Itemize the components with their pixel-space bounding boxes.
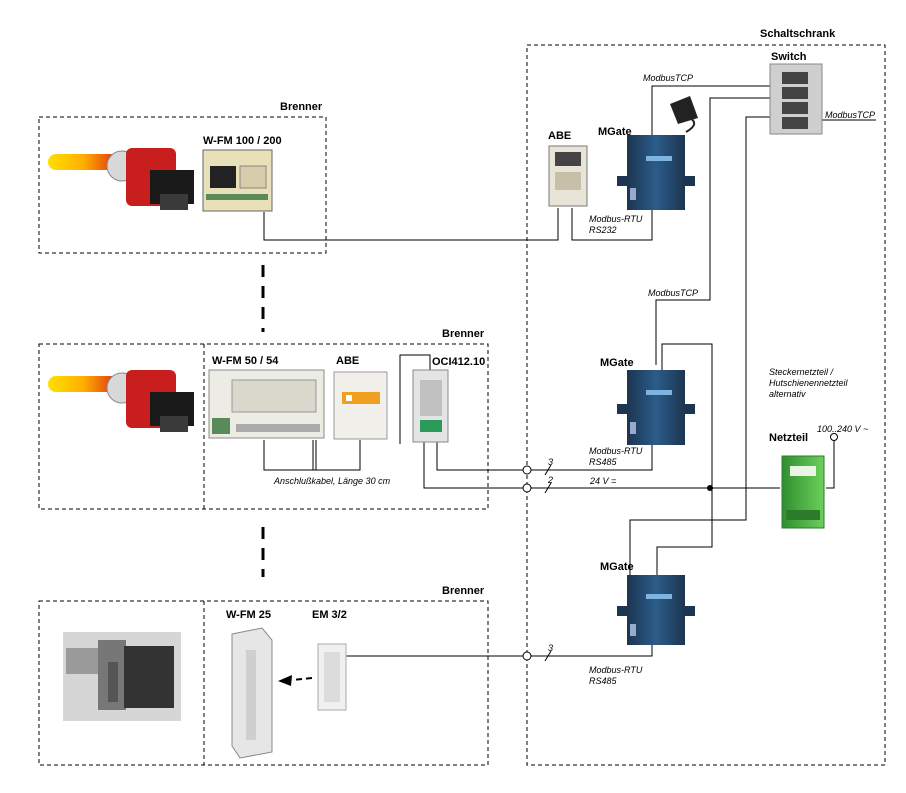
schaltschrank-region <box>526 44 886 766</box>
netzteil-alt-note-2: Hutschienennetzteil <box>769 378 848 388</box>
burner-2-image <box>48 370 194 432</box>
anschlusskabel-label: Anschlußkabel, Länge 30 cm <box>274 476 391 486</box>
mgate-top-device <box>617 135 695 210</box>
mgate-mid-label: MGate <box>600 357 634 369</box>
mains-voltage-label: 100..240 V ~ <box>817 424 869 434</box>
rs485-mid-interface-label: RS485 <box>589 457 617 467</box>
wire-count-2-mid: 2 <box>548 475 554 485</box>
junction-24v <box>707 485 713 491</box>
wfm-50-54-device <box>208 369 325 439</box>
voltage-24v-label: 24 V = <box>590 476 617 486</box>
mgate-top-label: MGate <box>598 126 632 138</box>
netzteil-alt-note-1: Steckernetzteil / <box>769 367 834 377</box>
netzteil-alt-note-3: alternativ <box>769 389 806 399</box>
brenner-region-1 <box>38 116 327 254</box>
mgate-bot-device <box>617 575 695 645</box>
abe-mid-label: ABE <box>336 355 360 367</box>
em-3-2-label: EM 3/2 <box>312 609 347 621</box>
mgate-mid-device <box>617 370 695 445</box>
wire-count-3-mid: 3 <box>548 457 554 467</box>
abe-top-device <box>548 145 588 207</box>
rs232-interface-label: RS232 <box>589 225 617 235</box>
wfm-100-200-device <box>202 149 273 212</box>
rs232-protocol-label: Modbus-RTU <box>589 214 643 224</box>
terminal-3-mid <box>522 465 532 475</box>
terminal-2-mid <box>522 483 532 493</box>
oci-label: OCI412.10 <box>432 356 486 368</box>
oci-device <box>412 369 449 443</box>
em-3-2-device <box>317 643 347 711</box>
switch-label: Switch <box>771 51 807 63</box>
brenner-1-title: Brenner <box>280 101 323 113</box>
switch-device <box>769 63 823 135</box>
brenner-2-title: Brenner <box>442 328 485 340</box>
modbus-tcp-mid-label: ModbusTCP <box>648 288 699 298</box>
modbus-tcp-right-label: ModbusTCP <box>825 110 876 120</box>
tick-2-mid <box>544 482 552 494</box>
em-to-wfm25-arrow <box>291 677 313 681</box>
wfm-25-device <box>231 627 273 759</box>
netzteil-device <box>781 455 825 529</box>
rs485-bot-interface-label: RS485 <box>589 676 617 686</box>
wfm-50-54-label: W-FM 50 / 54 <box>212 355 279 367</box>
mgate-bot-label: MGate <box>600 561 634 573</box>
brenner-region-3 <box>38 600 489 766</box>
power-adapter-icon <box>670 96 698 133</box>
wfm-100-200-label: W-FM 100 / 200 <box>203 135 282 147</box>
brenner-region-2 <box>38 343 489 510</box>
arrow-head-icon <box>278 675 292 686</box>
wiring <box>263 85 876 657</box>
burner-3-image <box>63 632 181 721</box>
abe-top-label: ABE <box>548 130 572 142</box>
abe-mid-device <box>333 371 388 440</box>
tick-3-mid <box>544 464 552 476</box>
modbus-tcp-top-label: ModbusTCP <box>643 73 694 83</box>
schaltschrank-title: Schaltschrank <box>760 28 836 40</box>
rs485-bot-protocol-label: Modbus-RTU <box>589 665 643 675</box>
terminal-3-bot <box>522 651 532 661</box>
netzteil-label: Netzteil <box>769 432 809 444</box>
brenner-3-title: Brenner <box>442 585 485 597</box>
terminal-mains <box>830 433 838 441</box>
wfm-25-label: W-FM 25 <box>226 609 271 621</box>
burner-1-image <box>48 148 194 210</box>
tick-3-bot <box>544 650 552 662</box>
rs485-mid-protocol-label: Modbus-RTU <box>589 446 643 456</box>
wire-count-3-bot: 3 <box>548 643 554 653</box>
